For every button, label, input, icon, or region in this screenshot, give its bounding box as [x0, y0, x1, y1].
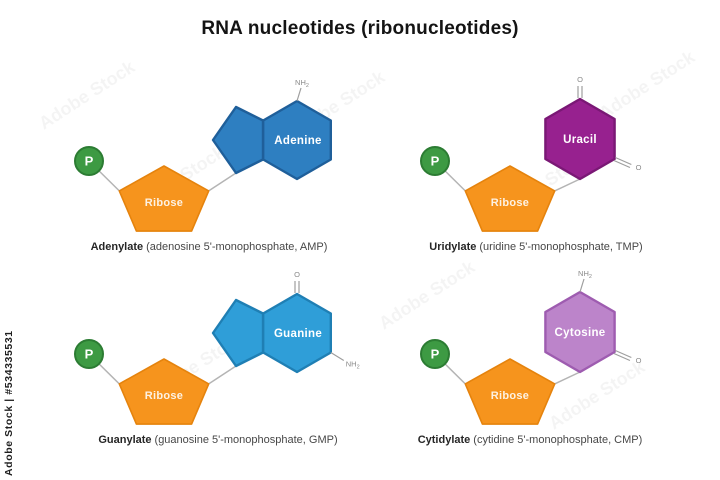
nucleotide-detail: (guanosine 5'-monophosphate, GMP): [154, 434, 338, 446]
phosphate-circle: [420, 339, 450, 369]
single-bond: [296, 87, 302, 102]
atom-label-oxygen: O: [636, 163, 642, 172]
base-hexagon: [544, 290, 616, 374]
nucleotide-detail: (uridine 5'-monophosphate, TMP): [479, 241, 643, 253]
sugar-label: Ribose: [145, 390, 183, 402]
sugar-base-bond: [208, 365, 237, 385]
atom-label-oxygen: O: [577, 75, 583, 84]
nucleotide-name: Cytidylate: [417, 434, 471, 446]
phosphate-label: P: [85, 154, 94, 169]
base-label: Guanine: [274, 328, 322, 340]
nucleotide-name: Uridylate: [429, 241, 477, 253]
atom-label-amine: NH2: [295, 78, 309, 89]
phosphate-label: P: [85, 347, 94, 362]
atom-label-amine: NH2: [346, 360, 360, 371]
nucleotide-uridylate: O O P Ribose Uracil: [420, 75, 642, 232]
watermark-tile: Adobe Stock: [375, 256, 479, 333]
watermark-tile: Adobe Stock: [545, 356, 649, 433]
atom-label-oxygen: O: [636, 356, 642, 365]
phosphate-circle: [74, 146, 104, 176]
sugar-base-bond: [554, 371, 581, 385]
phosphate-label: P: [431, 347, 440, 362]
watermark-tile: Adobe Stock: [35, 56, 139, 133]
atom-label-oxygen: O: [294, 270, 300, 279]
sugar-label: Ribose: [491, 197, 529, 209]
sugar-base-bond: [208, 172, 237, 192]
nucleotide-detail: (adenosine 5'-monophosphate, AMP): [146, 241, 328, 253]
page-title: RNA nucleotides (ribonucleotides): [201, 18, 519, 39]
base-hexagon: [262, 292, 332, 374]
nucleotide-name: Adenylate: [90, 241, 144, 253]
ribose-pentagon: [464, 165, 556, 232]
watermark-tile: Adobe Stock: [595, 46, 699, 123]
sugar-base-bond: [554, 178, 581, 192]
double-bond: [613, 352, 631, 362]
single-bond: [579, 278, 585, 293]
base-label: Adenine: [274, 135, 321, 147]
nucleotide-name: Guanylate: [98, 434, 152, 446]
nucleotide-guanylate: O NH2 P Ribose Guanine: [74, 270, 360, 425]
base-hexagon: [544, 97, 616, 181]
double-bond: [615, 349, 632, 359]
sugar-label: Ribose: [491, 390, 529, 402]
phosphate-label: P: [431, 154, 440, 169]
phosphate-circle: [420, 146, 450, 176]
single-bond: [330, 351, 345, 362]
ribose-pentagon: [464, 358, 556, 425]
caption-guanylate: Guanylate(guanosine 5'-monophosphate, GM…: [45, 434, 391, 446]
ribose-pentagon: [118, 358, 210, 425]
caption-uridylate: Uridylate(uridine 5'-monophosphate, TMP): [363, 241, 709, 253]
double-bond: [615, 156, 632, 166]
watermark-text: Adobe Stock | #534335531: [3, 330, 15, 476]
base-label: Uracil: [563, 134, 597, 146]
caption-cytidylate: Cytidylate(cytidine 5'-monophosphate, CM…: [357, 434, 703, 446]
caption-adenylate: Adenylate(adenosine 5'-monophosphate, AM…: [36, 241, 382, 253]
double-bond: [613, 159, 631, 169]
phosphate-circle: [74, 339, 104, 369]
ribose-pentagon: [118, 165, 210, 232]
base-label: Cytosine: [555, 327, 606, 339]
nucleotide-detail: (cytidine 5'-monophosphate, CMP): [473, 434, 643, 446]
atom-label-amine: NH2: [578, 269, 592, 280]
sugar-label: Ribose: [145, 197, 183, 209]
base-hexagon: [262, 99, 332, 181]
